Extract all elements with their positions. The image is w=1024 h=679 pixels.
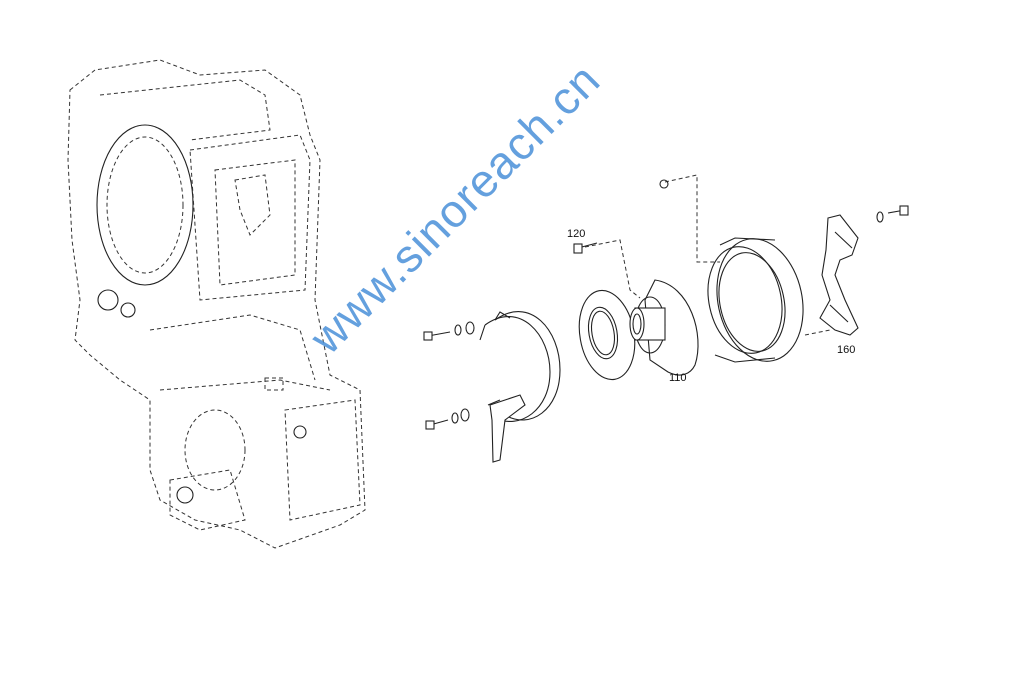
drum-ring [659,174,831,363]
brake-band [479,311,561,463]
seal-disc [578,289,636,381]
transmission-housing [67,59,366,549]
callout-160: 160 [837,344,856,356]
callout-120: 120 [567,228,586,240]
bolts-washers [423,321,475,430]
shoe-segment-160 [819,205,909,336]
hub-110 [573,239,699,376]
callout-110: 110 [669,372,687,384]
